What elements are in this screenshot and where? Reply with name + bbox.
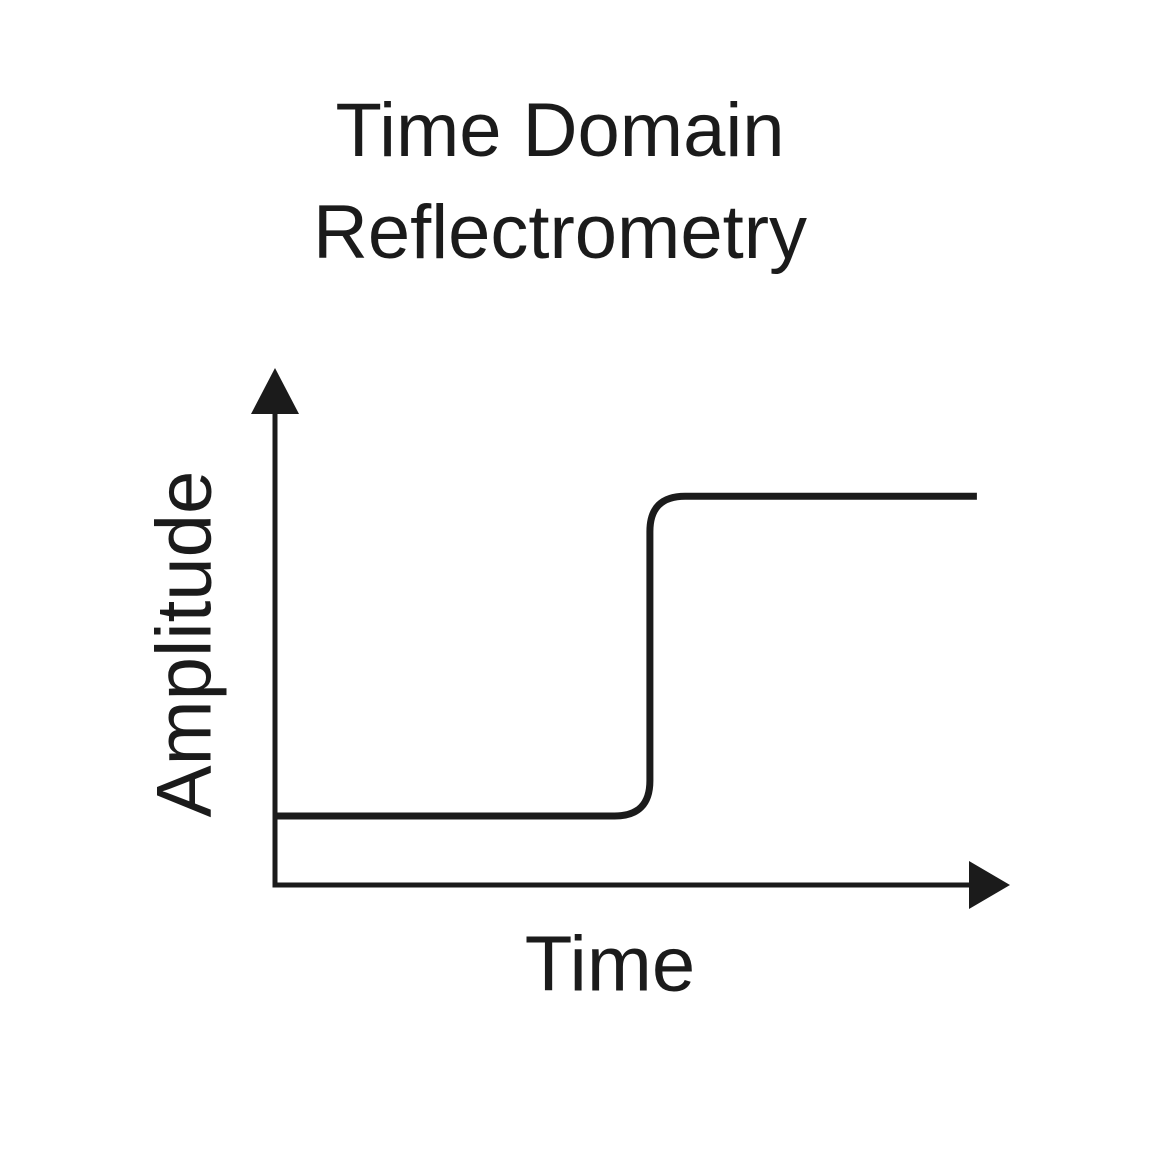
- chart-title: Time Domain Reflectrometry: [0, 80, 1120, 284]
- chart-title-line2: Reflectrometry: [312, 190, 808, 275]
- y-axis-label: Amplitude: [139, 470, 228, 818]
- chart-title-line1: Time Domain: [335, 88, 785, 173]
- x-axis-arrowhead-icon: [969, 861, 1010, 909]
- step-response-curve: [277, 492, 977, 820]
- x-axis-label: Time: [524, 919, 696, 1008]
- y-axis-arrowhead-icon: [251, 368, 299, 414]
